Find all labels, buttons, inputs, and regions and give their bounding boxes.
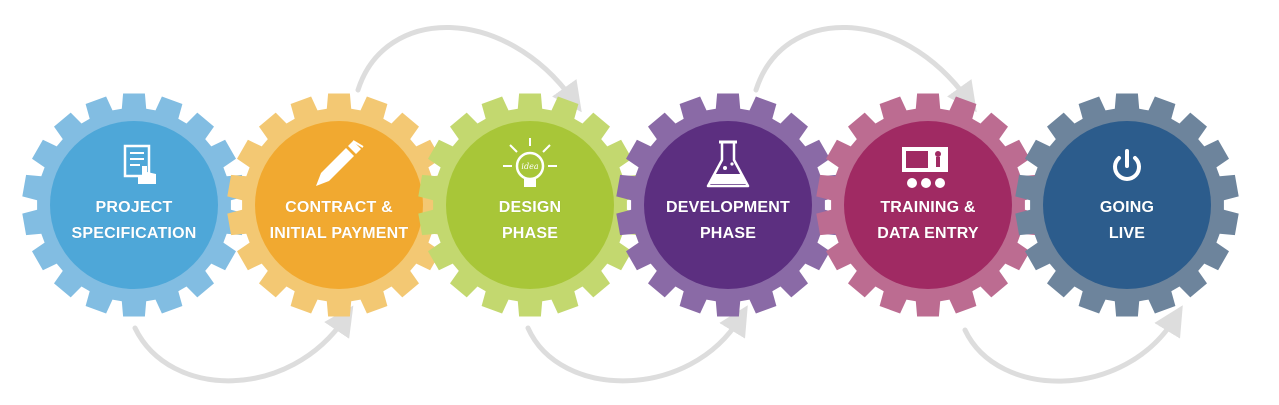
flow-arrow xyxy=(962,305,1183,384)
step-label-line2: DATA ENTRY xyxy=(877,225,979,242)
step-label-training-data-entry: TRAINING & DATA ENTRY xyxy=(853,195,1003,247)
document-touch-icon xyxy=(123,144,156,184)
step-label-line2: PHASE xyxy=(501,225,559,242)
step-label-line1: PROJECT xyxy=(95,199,173,216)
gear-inner-circle xyxy=(50,121,218,289)
power-icon xyxy=(1113,149,1141,181)
flow-arrows xyxy=(132,24,1183,384)
gear-5 xyxy=(816,93,1040,317)
gear-inner-circle xyxy=(255,121,423,289)
step-label-line2: PHASE xyxy=(699,225,757,242)
presentation-board-icon xyxy=(902,147,948,188)
step-icons: idea xyxy=(123,138,1141,188)
gear-4 xyxy=(616,93,840,317)
gear-inner-circle xyxy=(644,121,812,289)
flow-arrow xyxy=(525,305,748,384)
lightbulb-idea-text: idea xyxy=(521,162,538,171)
step-label-line1: TRAINING & xyxy=(880,199,976,216)
step-label-project-specification: PROJECT SPECIFICATION xyxy=(59,195,209,247)
flow-arrow xyxy=(753,25,977,113)
lightbulb-idea-icon: idea xyxy=(503,138,557,187)
gear-6 xyxy=(1015,93,1239,317)
step-label-line2: INITIAL PAYMENT xyxy=(269,225,409,242)
step-label-contract-initial-payment: CONTRACT & INITIAL PAYMENT xyxy=(264,195,414,247)
gear-inner-circle xyxy=(844,121,1012,289)
gear-3 xyxy=(418,93,642,317)
step-label-line2: LIVE xyxy=(1108,225,1146,242)
step-label-line1: DESIGN xyxy=(498,199,562,216)
gear-2 xyxy=(227,93,451,317)
flask-icon xyxy=(706,140,750,188)
pen-icon xyxy=(316,140,364,186)
gears xyxy=(22,93,1239,317)
gear-inner-circle xyxy=(1043,121,1211,289)
gear-inner-circle xyxy=(446,121,614,289)
step-label-development-phase: DEVELOPMENT PHASE xyxy=(653,195,803,247)
step-label-line1: CONTRACT & xyxy=(285,199,393,216)
flow-arrow xyxy=(355,24,582,113)
flow-arrow xyxy=(132,305,354,384)
step-label-going-live: GOING LIVE xyxy=(1052,195,1202,247)
step-label-line1: GOING xyxy=(1099,199,1155,216)
step-label-line2: SPECIFICATION xyxy=(71,225,197,242)
step-label-design-phase: DESIGN PHASE xyxy=(455,195,605,247)
step-label-line1: DEVELOPMENT xyxy=(666,199,790,216)
gear-1 xyxy=(22,93,246,317)
